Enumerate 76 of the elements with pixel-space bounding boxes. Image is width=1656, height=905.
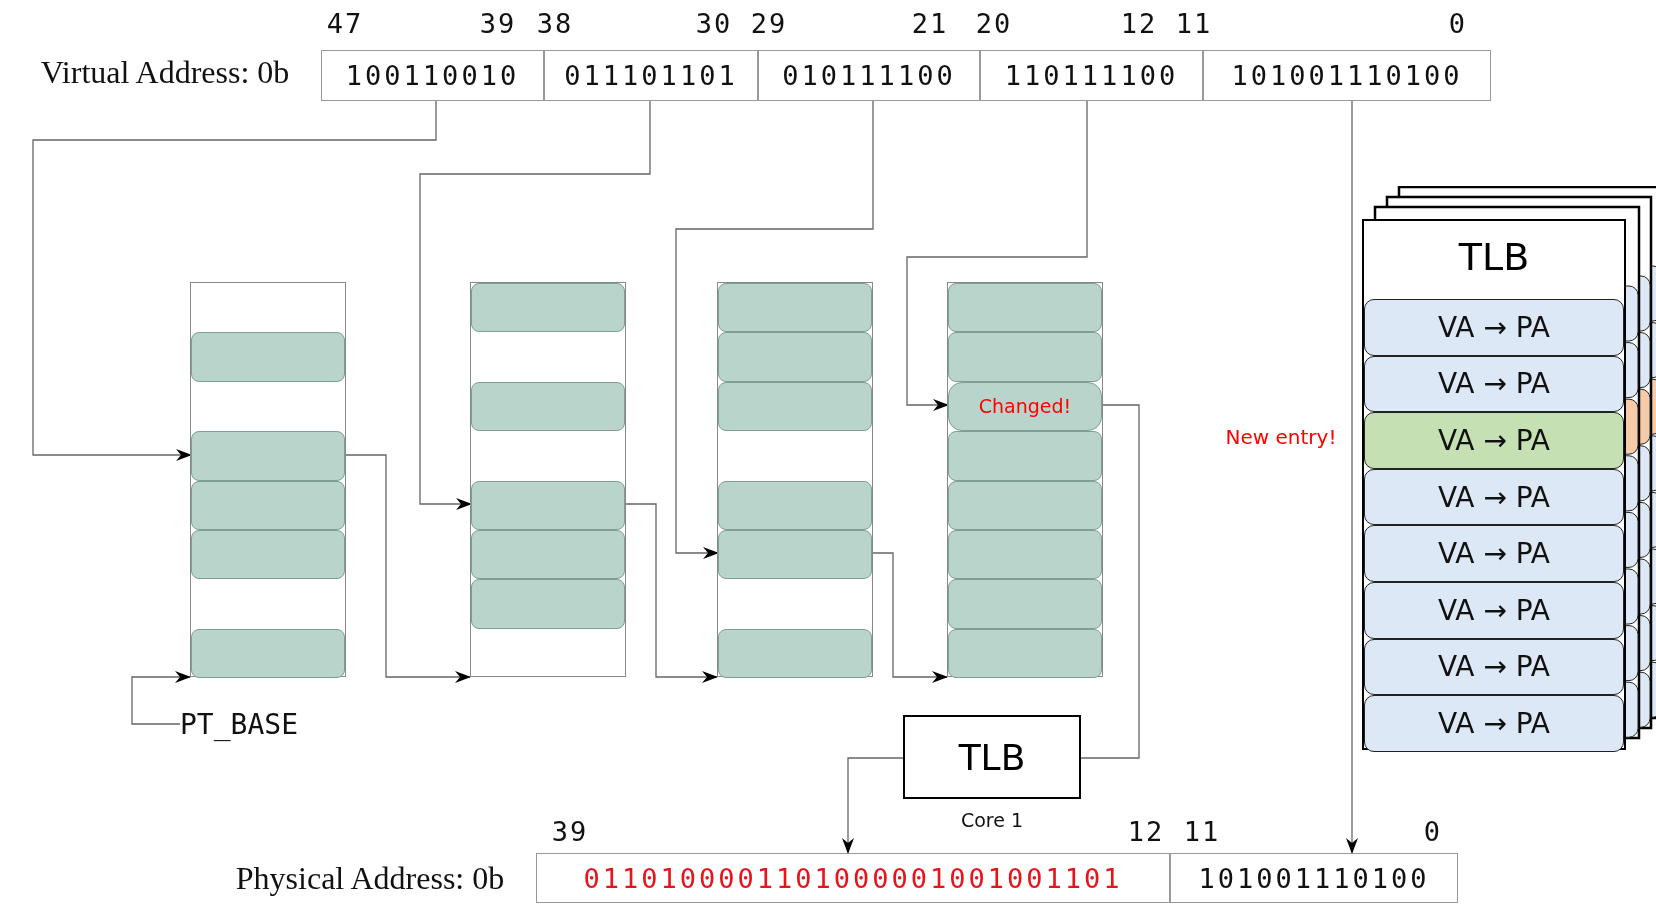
bit-field: 110111100 bbox=[980, 50, 1203, 101]
connector-arrow bbox=[906, 100, 1088, 411]
connector-line bbox=[1080, 404, 1140, 759]
bit-index: 12 bbox=[1127, 815, 1165, 847]
connector-arrow bbox=[871, 552, 948, 683]
bit-index: 12 bbox=[1120, 7, 1158, 39]
bit-index: 20 bbox=[975, 7, 1013, 39]
connector-arrow bbox=[419, 100, 651, 510]
tlb-entry: VA → PA bbox=[1364, 695, 1624, 752]
table-entry bbox=[718, 628, 872, 679]
connector-arrow bbox=[842, 757, 904, 854]
table-entry bbox=[718, 530, 872, 580]
connector-arrow bbox=[344, 454, 471, 683]
bit-index: 0 bbox=[1423, 815, 1443, 847]
table-entry bbox=[471, 283, 625, 333]
table-entry: Changed! bbox=[948, 381, 1102, 432]
table-entry bbox=[471, 579, 625, 629]
bit-field: 101001110100 bbox=[1203, 50, 1491, 101]
page-table bbox=[190, 282, 346, 678]
table-entry bbox=[191, 628, 345, 679]
annotation: New entry! bbox=[1225, 425, 1337, 449]
table-entry bbox=[718, 381, 872, 432]
tlb-entry: VA → PA bbox=[1364, 582, 1624, 639]
table-entry bbox=[718, 480, 872, 530]
table-entry bbox=[948, 579, 1102, 629]
bit-index: 30 bbox=[695, 7, 733, 39]
address-label: Virtual Address: 0b bbox=[40, 53, 290, 91]
connector-arrow bbox=[1346, 100, 1358, 854]
bit-index: 39 bbox=[479, 7, 517, 39]
table-entry bbox=[948, 530, 1102, 580]
box-title: TLB bbox=[958, 736, 1026, 778]
bit-field: 100110010 bbox=[321, 50, 544, 101]
bit-index: 47 bbox=[326, 7, 364, 39]
table-entry bbox=[191, 480, 345, 530]
bit-index: 21 bbox=[911, 7, 949, 39]
table-entry bbox=[718, 283, 872, 333]
bit-index: 39 bbox=[551, 815, 589, 847]
connector-arrow bbox=[624, 503, 718, 683]
bit-index: 29 bbox=[750, 7, 788, 39]
table-entry bbox=[471, 480, 625, 530]
table-entry bbox=[718, 332, 872, 382]
table-entry bbox=[191, 530, 345, 580]
address-label: Physical Address: 0b bbox=[235, 859, 505, 897]
card-title: TLB bbox=[1457, 235, 1531, 279]
bit-field: 011101101 bbox=[544, 50, 758, 101]
table-entry bbox=[948, 480, 1102, 530]
bit-index: 11 bbox=[1183, 815, 1221, 847]
table-entry bbox=[948, 332, 1102, 382]
bit-index: 0 bbox=[1448, 7, 1468, 39]
tlb-entry: VA → PA bbox=[1364, 412, 1624, 469]
tlb-entry: VA → PA bbox=[1364, 468, 1624, 526]
core-label: Core 1 bbox=[960, 809, 1024, 831]
tlb-entry: VA → PA bbox=[1364, 355, 1624, 413]
tlb-card bbox=[1362, 219, 1626, 750]
table-entry bbox=[948, 431, 1102, 481]
bit-field: 101001110100 bbox=[1170, 853, 1458, 903]
register-label: PT_BASE bbox=[180, 708, 298, 741]
connector-arrow bbox=[32, 100, 437, 461]
page-table bbox=[947, 282, 1103, 678]
table-entry bbox=[471, 530, 625, 580]
connector-arrow bbox=[675, 100, 874, 559]
bit-index: 38 bbox=[536, 7, 574, 39]
table-entry bbox=[191, 332, 345, 382]
bit-field: 010111100 bbox=[758, 50, 980, 101]
table-entry bbox=[471, 381, 625, 432]
tlb-entry: VA → PA bbox=[1364, 638, 1624, 696]
page-table bbox=[470, 282, 626, 678]
table-entry bbox=[948, 628, 1102, 679]
table-entry bbox=[948, 283, 1102, 333]
tlb-entry: VA → PA bbox=[1364, 525, 1624, 582]
bit-index: 11 bbox=[1175, 7, 1213, 39]
tlb-entry: VA → PA bbox=[1364, 299, 1624, 356]
connector-arrow bbox=[131, 671, 191, 725]
page-table bbox=[717, 282, 873, 678]
table-entry bbox=[191, 431, 345, 481]
bit-field: 0110100001101000001001001101 bbox=[536, 853, 1170, 903]
